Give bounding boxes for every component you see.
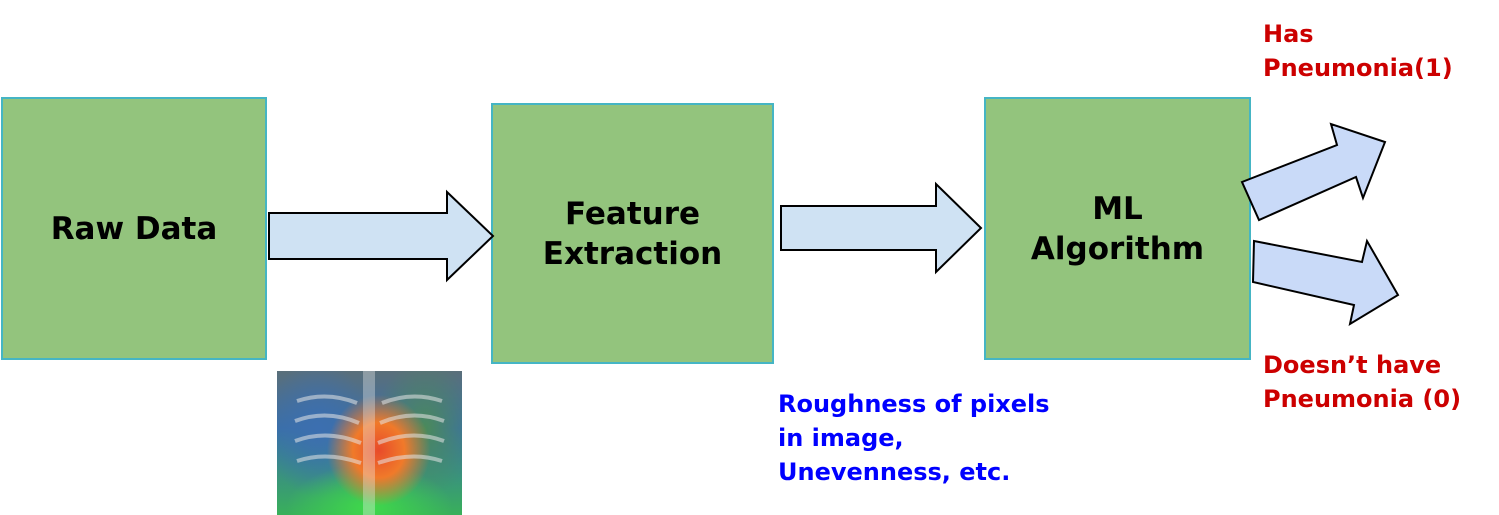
feature-extraction-box: Feature Extraction bbox=[491, 103, 774, 364]
arrow-ml-to-positive bbox=[1240, 122, 1387, 222]
chest-xray-heatmap-image bbox=[277, 371, 462, 515]
raw-data-label: Raw Data bbox=[50, 210, 218, 247]
ml-algorithm-label: ML Algorithm bbox=[1030, 190, 1205, 267]
arrow-raw-to-feature bbox=[268, 189, 495, 283]
ml-algorithm-box: ML Algorithm bbox=[984, 97, 1251, 360]
feature-examples-caption: Roughness of pixels in image, Unevenness… bbox=[778, 390, 1050, 486]
output-has-pneumonia: Has Pneumonia(1) bbox=[1263, 20, 1453, 82]
output-no-pneumonia: Doesn’t have Pneumonia (0) bbox=[1263, 351, 1462, 413]
arrow-feature-to-ml bbox=[780, 181, 983, 275]
raw-data-box: Raw Data bbox=[1, 97, 267, 360]
feature-extraction-label: Feature Extraction bbox=[542, 195, 723, 272]
arrow-ml-to-negative bbox=[1251, 238, 1400, 327]
